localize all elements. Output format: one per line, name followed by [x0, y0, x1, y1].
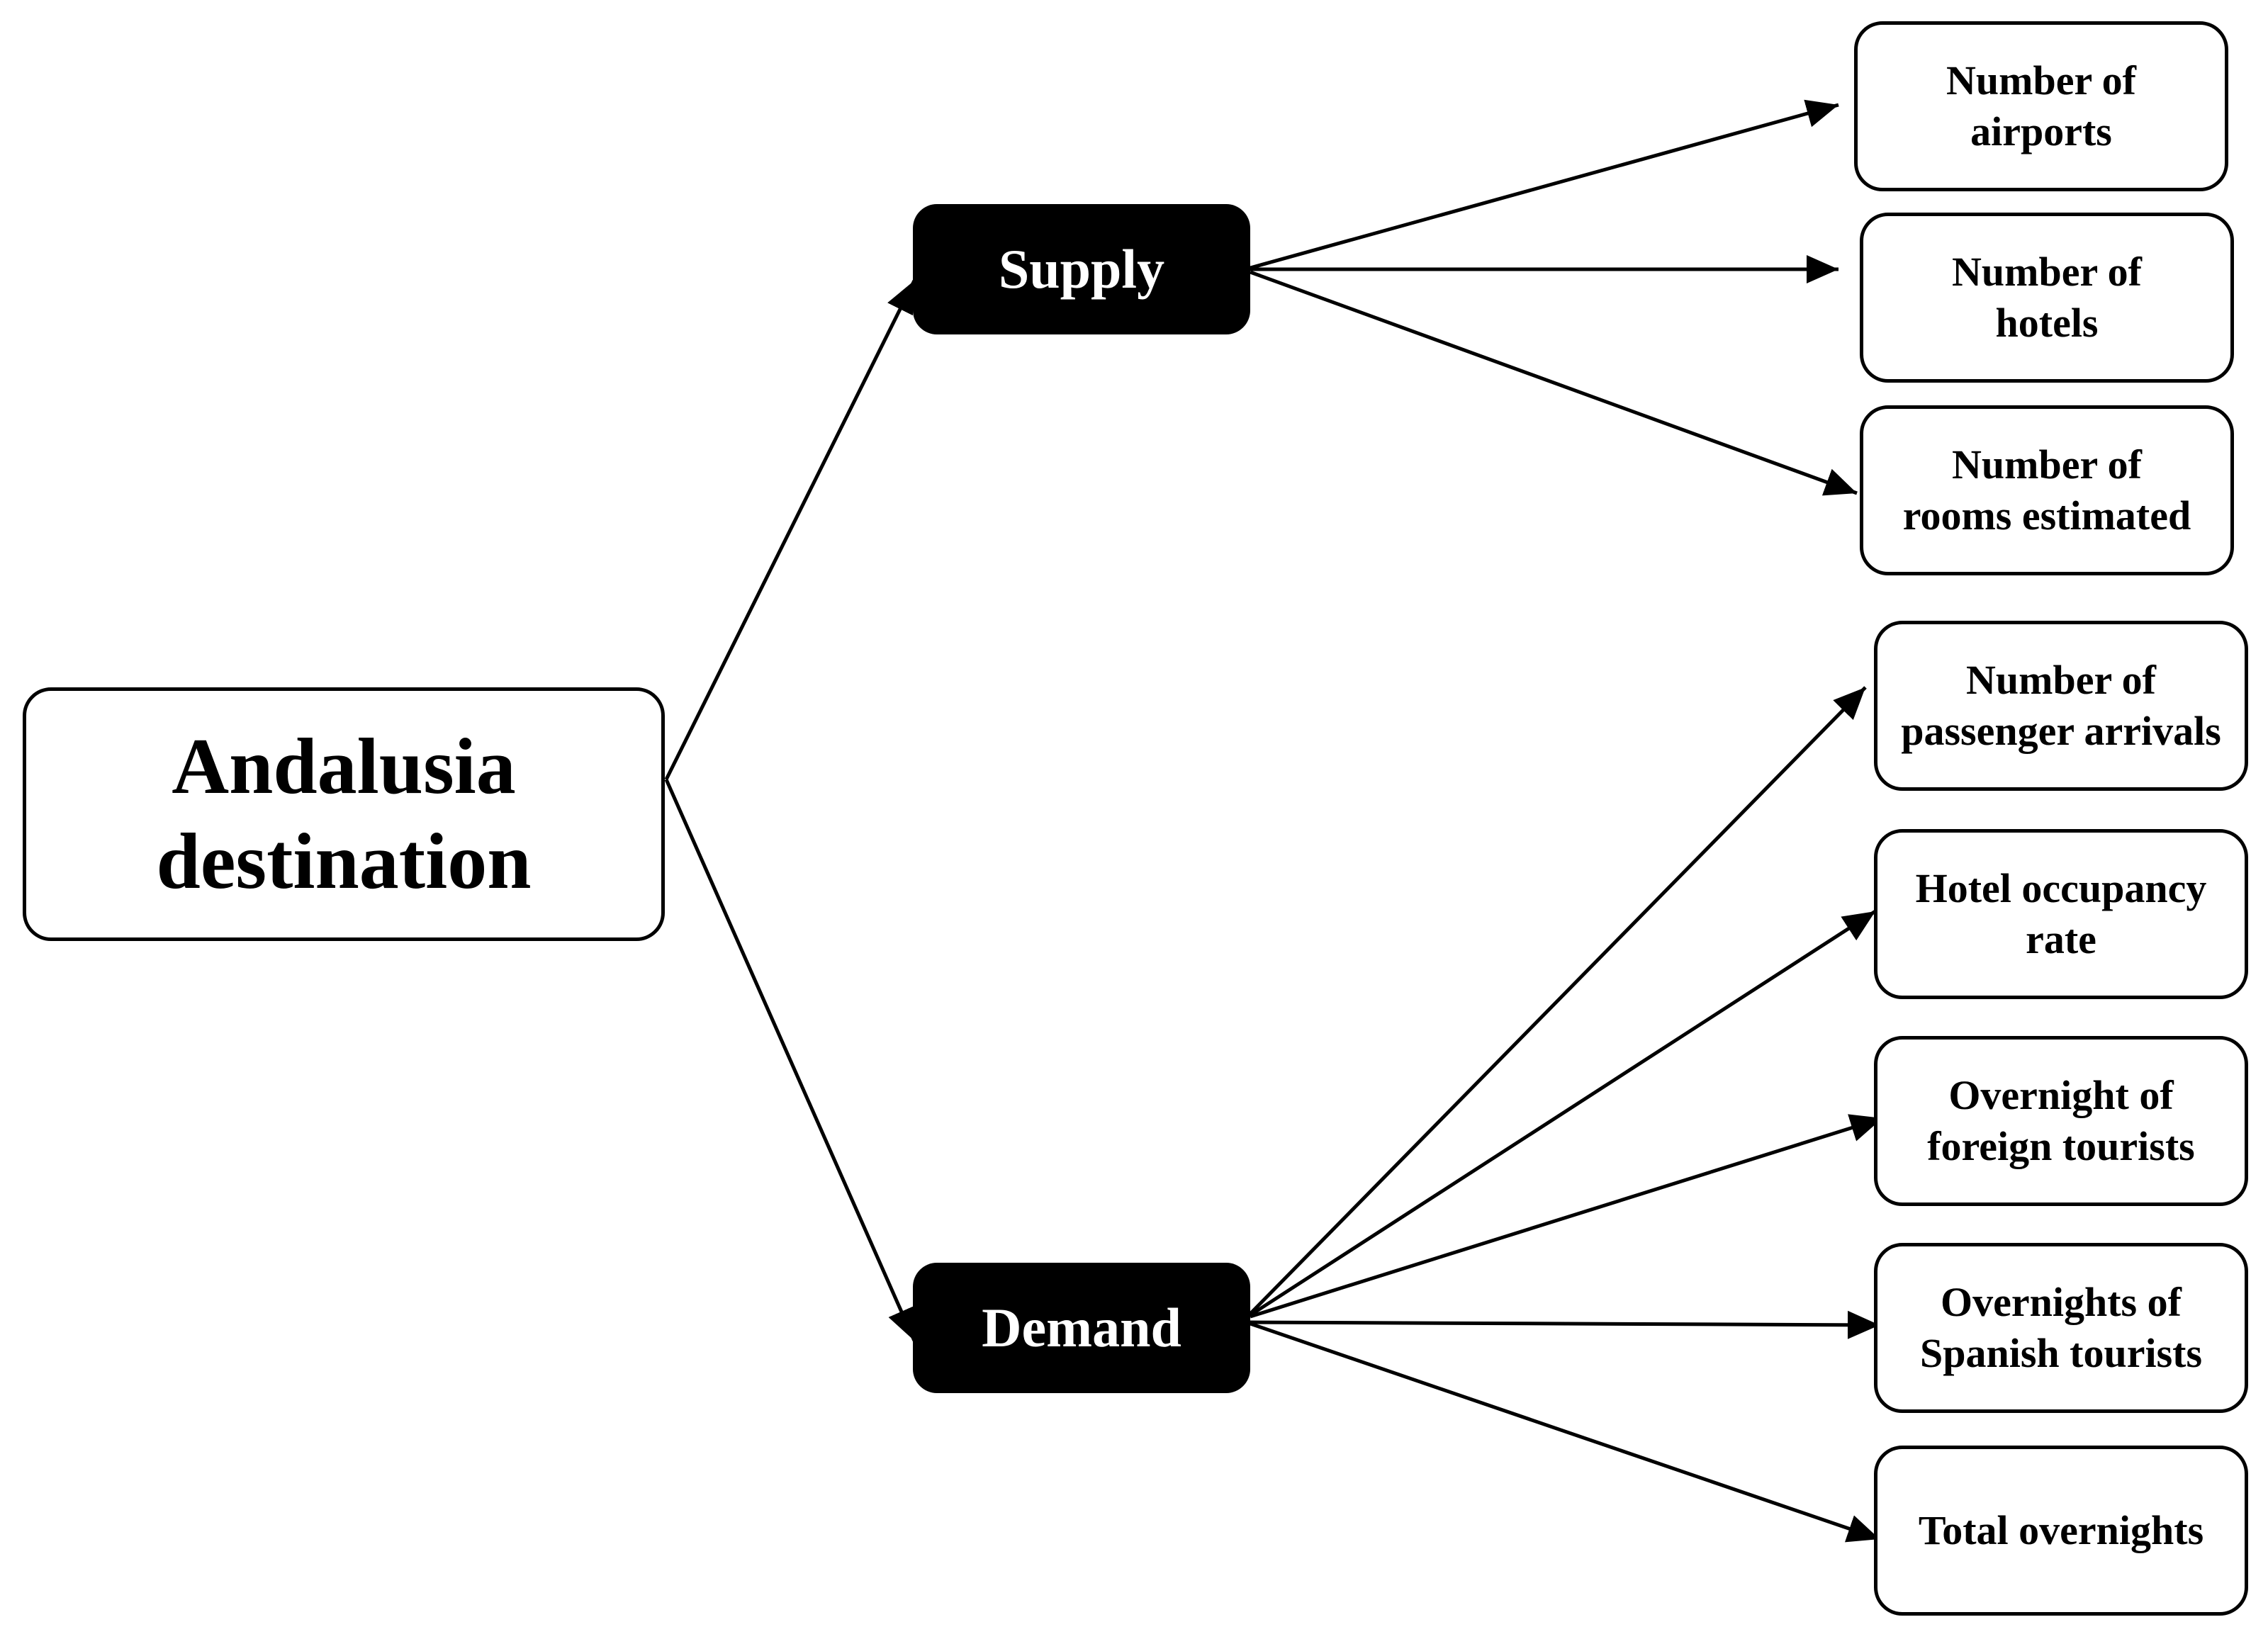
leaf-node-label: Total overnights — [1918, 1507, 2204, 1553]
leaf-node-hotel-occupancy-rate: Hotel occupancy rate — [1874, 829, 2248, 999]
leaf-node-total-overnights: Total overnights — [1874, 1446, 2248, 1616]
arrow-supply-to-rooms — [1250, 270, 1858, 496]
leaf-node-label: Number of passenger arrivals — [1901, 657, 2221, 754]
leaf-node-number-of-airports: Number of airports — [1854, 21, 2228, 191]
arrow-root-to-demand — [664, 778, 916, 1342]
arrow-demand-to-total — [1250, 1322, 1880, 1543]
arrow-demand-to-foreign — [1250, 1114, 1883, 1319]
category-node-supply: Supply — [913, 204, 1250, 334]
leaf-node-number-of-rooms-estimated: Number of rooms estimated — [1860, 405, 2234, 575]
arrow-demand-to-occupancy — [1249, 909, 1877, 1317]
leaf-node-label: Number of hotels — [1952, 249, 2142, 346]
root-node-andalusia-destination: Andalusia destination — [23, 687, 665, 941]
leaf-node-overnights-of-spanish-tourists: Overnights of Spanish tourists — [1874, 1243, 2248, 1413]
arrow-root-to-supply — [664, 279, 916, 781]
category-node-demand: Demand — [913, 1263, 1250, 1393]
arrow-supply-to-airports — [1250, 99, 1839, 270]
leaf-node-label: Number of rooms estimated — [1902, 441, 2191, 539]
root-node-label: Andalusia destination — [156, 723, 532, 906]
leaf-node-label: Overnight of foreign tourists — [1927, 1072, 2195, 1169]
leaf-node-label: Hotel occupancy rate — [1915, 865, 2207, 962]
leaf-node-overnight-of-foreign-tourists: Overnight of foreign tourists — [1874, 1036, 2248, 1206]
leaf-node-label: Overnights of Spanish tourists — [1919, 1279, 2203, 1376]
leaf-node-label: Number of airports — [1946, 57, 2136, 154]
arrow-demand-to-passengers — [1249, 686, 1867, 1315]
arrow-demand-to-spanish — [1250, 1310, 1880, 1339]
supply-node-label: Supply — [998, 238, 1165, 300]
leaf-node-number-of-passenger-arrivals: Number of passenger arrivals — [1874, 621, 2248, 791]
demand-node-label: Demand — [982, 1297, 1181, 1358]
leaf-node-number-of-hotels: Number of hotels — [1860, 213, 2234, 383]
